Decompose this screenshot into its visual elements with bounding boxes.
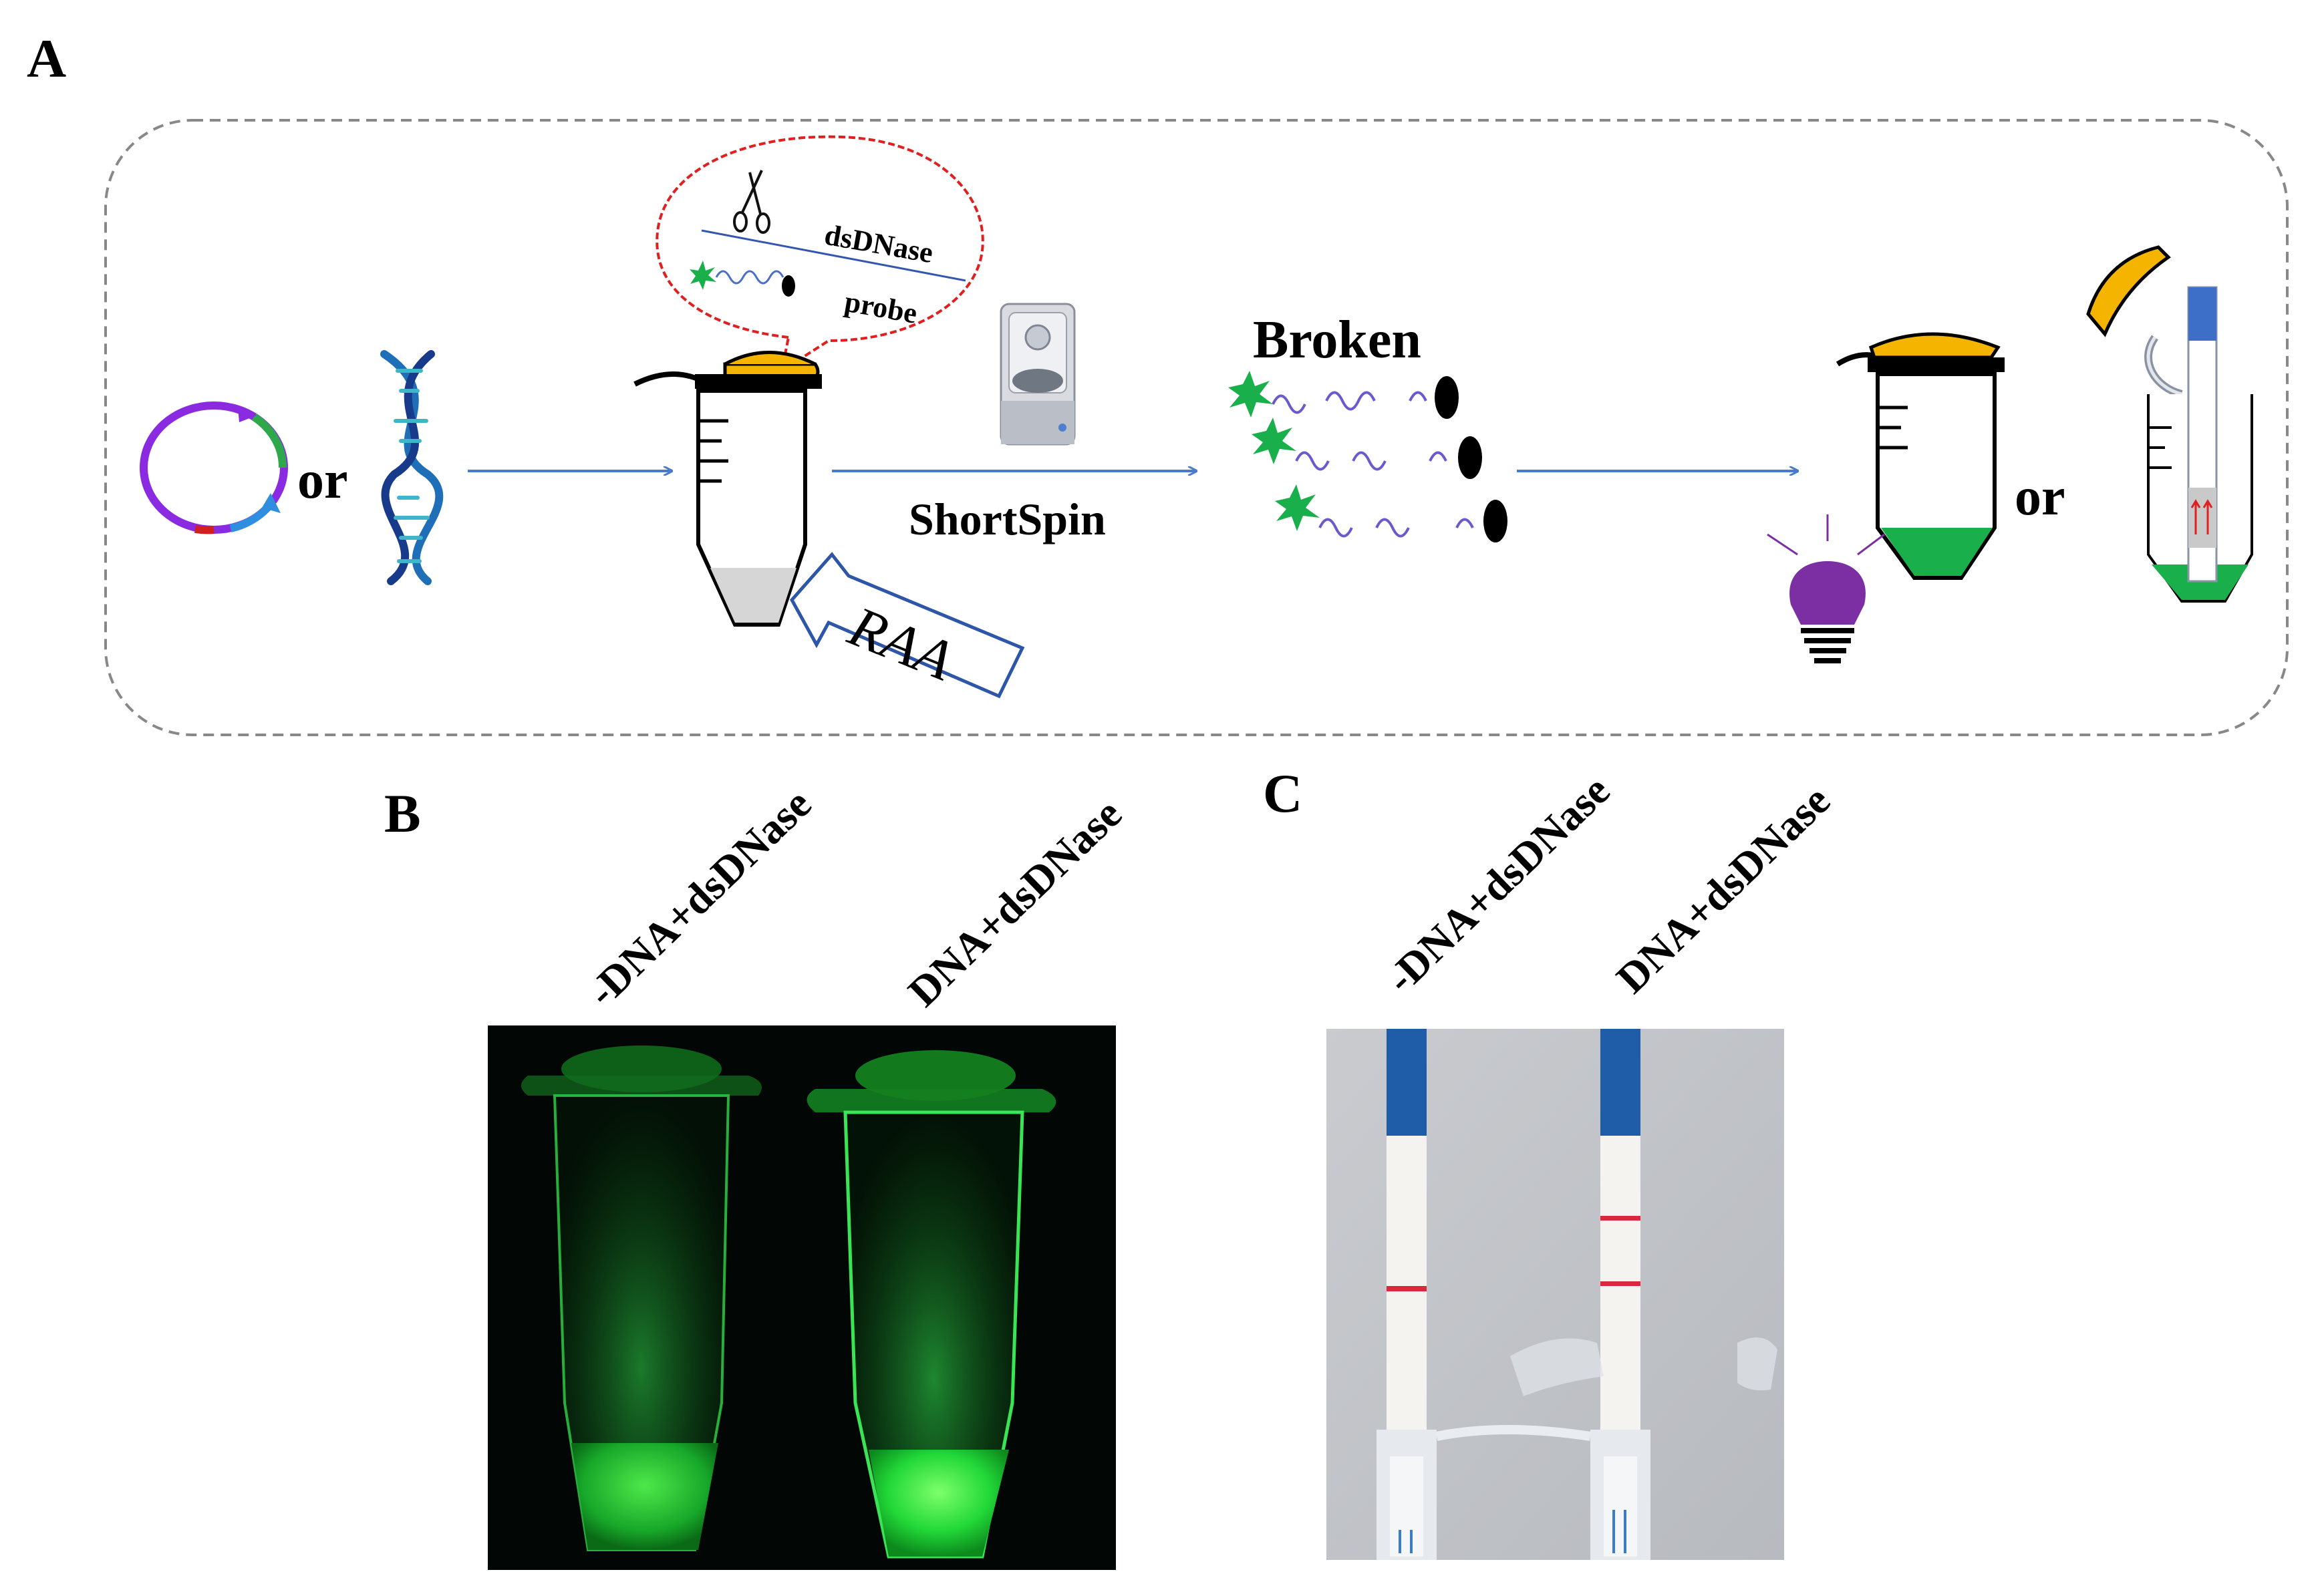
panel-label-c: C [1263,763,1302,824]
panel-b-lane1-label: -DNA+dsDNase [578,780,820,1015]
broken-probes-icon [1228,371,1507,542]
fluorescent-tube-positive [807,1050,1056,1559]
test-strip-negative [1377,1029,1437,1560]
panel-b-fluorescence-photo [488,1025,1116,1570]
test-strip-positive [1590,1029,1650,1560]
lateral-flow-tube [2086,245,2253,603]
panel-label-b: B [384,783,421,844]
raa-label: RAA [840,593,962,693]
centrifuge-icon [1000,303,1076,446]
panel-label-a: A [27,28,66,89]
fluorescent-tube-negative [521,1046,762,1551]
plasmid-icon [140,402,288,534]
or-label-left: or [297,451,348,510]
shortspin-label: ShortSpin [909,494,1106,544]
reagent-bubble: dsDNase probe [656,135,984,374]
raa-arrow: RAA [789,552,1025,699]
probe-icon [690,261,795,297]
dna-helix-icon [380,350,444,585]
scissors-icon [733,170,770,234]
reaction-tube-2 [1836,332,2005,580]
or-label-right: or [2015,468,2065,526]
reaction-tube-1 [633,351,822,627]
uv-light-bulb-icon [1767,514,1885,663]
panel-a-frame [104,119,2289,736]
panel-c-lane1-label: -DNA+dsDNase [1377,766,1618,1002]
panel-b-lane2-label: DNA+dsDNase [899,790,1131,1015]
panel-c-lateral-flow-photo [1326,1029,1784,1560]
panel-c-lane2-label: DNA+dsDNase [1607,776,1839,1002]
broken-label: Broken [1253,311,1421,369]
